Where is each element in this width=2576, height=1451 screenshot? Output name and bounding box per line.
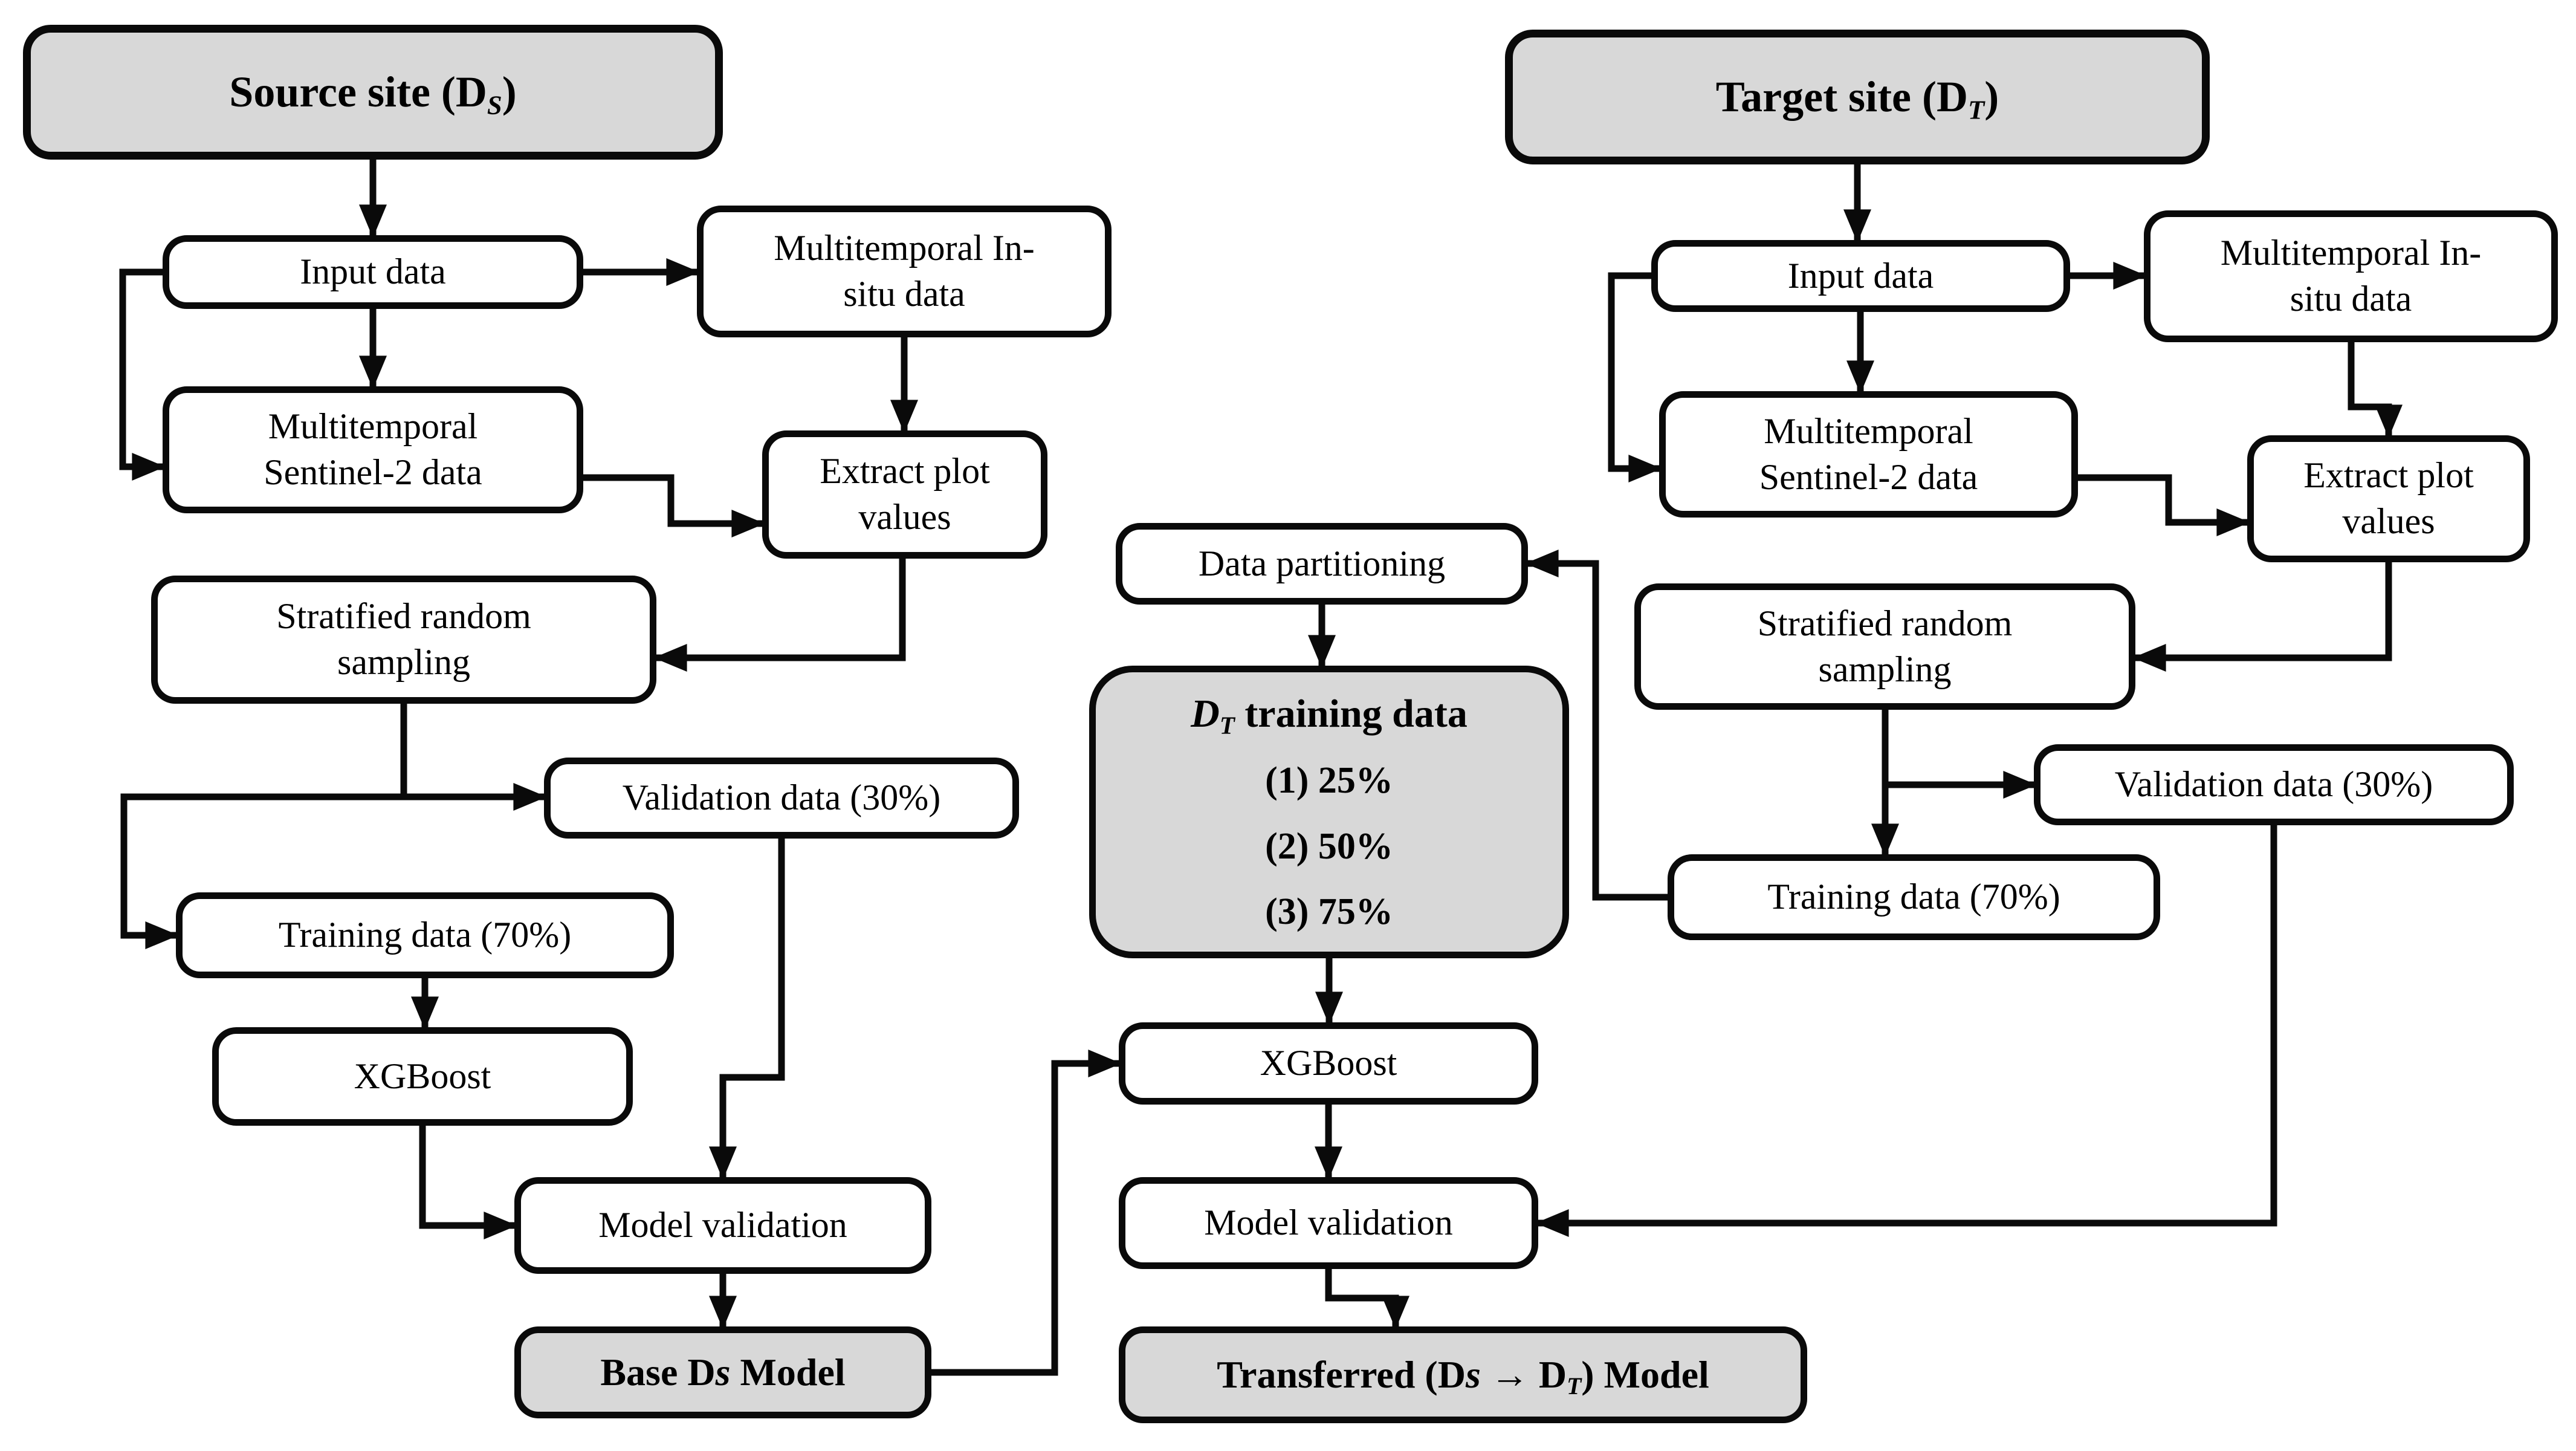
- arrow-extract-to-stratified-right: [2132, 562, 2392, 672]
- node-input-data-left: Input data: [163, 235, 583, 309]
- node-target-site: Target site (DT): [1505, 30, 2210, 164]
- node-source-site: Source site (DS): [23, 25, 723, 160]
- node-training-data-right: Training data (70%): [1668, 854, 2160, 940]
- node-stratified-sampling-right: Stratified random sampling: [1634, 583, 2135, 710]
- node-data-partitioning: Data partitioning: [1116, 523, 1528, 605]
- arrow-sentinel-to-extract-left: [583, 474, 765, 537]
- node-training-data-left: Training data (70%): [176, 892, 674, 978]
- arrow-extract-to-stratified-left: [653, 559, 906, 672]
- node-input-data-right: Input data: [1651, 240, 2070, 312]
- source-site-subscript: S: [487, 89, 502, 120]
- node-dt-training-data: DT training data (1) 25% (2) 50% (3) 75%: [1089, 666, 1569, 958]
- dt-training-option-50: (2) 50%: [1265, 825, 1393, 867]
- node-xgboost-left: XGBoost: [212, 1027, 633, 1126]
- arrow-training-right-to-partitioning: [1525, 550, 1668, 901]
- dt-training-option-75: (3) 75%: [1265, 891, 1393, 932]
- arrow-modelval-to-transferred: [1325, 1269, 1409, 1329]
- node-validation-data-right: Validation data (30%): [2034, 744, 2514, 825]
- dt-training-option-25: (1) 25%: [1265, 760, 1393, 802]
- node-insitu-data-left: Multitemporal In- situ data: [697, 206, 1112, 337]
- arrow-input-loop-to-sentinel-right: [1608, 272, 1662, 482]
- node-extract-plot-values-left: Extract plot values: [762, 430, 1047, 559]
- source-site-label: Source site (D: [229, 68, 487, 117]
- node-sentinel2-data-right: Multitemporal Sentinel-2 data: [1659, 391, 2078, 518]
- arrow-base-model-to-center-xgboost: [931, 1050, 1122, 1376]
- node-base-ds-model: Base Ds Model: [514, 1326, 931, 1418]
- node-insitu-data-right: Multitemporal In- situ data: [2144, 210, 2558, 342]
- arrow-sentinel-to-extract-right: [2078, 474, 2250, 536]
- target-site-subscript: T: [1967, 94, 1985, 125]
- node-xgboost-center: XGBoost: [1119, 1022, 1538, 1105]
- node-sentinel2-data-left: Multitemporal Sentinel-2 data: [163, 386, 583, 513]
- arrow-stratified-to-training-left: [120, 793, 404, 949]
- node-validation-data-left: Validation data (30%): [544, 758, 1019, 839]
- arrow-validation-to-modelval-left: [709, 839, 785, 1180]
- node-stratified-sampling-left: Stratified random sampling: [151, 576, 656, 704]
- arrow-input-loop-to-sentinel-left: [119, 268, 166, 481]
- node-extract-plot-values-right: Extract plot values: [2247, 435, 2530, 562]
- arrow-validation-right-to-modelval-center: [1535, 825, 2277, 1237]
- node-transferred-model: Transferred (Ds → DT) Model: [1119, 1326, 1807, 1423]
- target-site-label: Target site (D: [1715, 73, 1968, 122]
- arrow-xgboost-to-modelval-left: [419, 1126, 517, 1239]
- arrow-insitu-to-extract-right: [2348, 342, 2403, 438]
- node-model-validation-left: Model validation: [514, 1177, 931, 1274]
- node-model-validation-center: Model validation: [1119, 1177, 1538, 1269]
